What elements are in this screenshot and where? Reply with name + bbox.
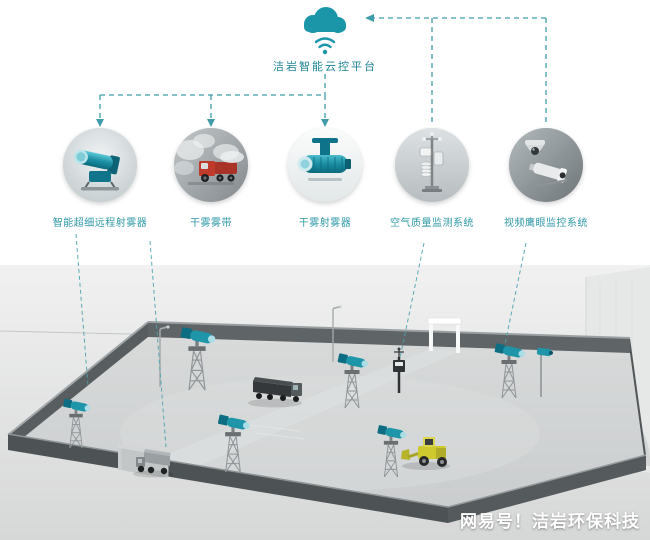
dome-camera-shape [525,140,545,155]
back-gate [427,317,462,353]
device-label: 空气质量监测系统 [390,218,474,229]
bullet-camera-shape [528,162,567,183]
floor-markings [249,424,306,440]
eagle-eye-camera-image [509,128,583,202]
device-label: 干雾雾带 [190,218,232,229]
haul-road [140,349,460,478]
fog-truck-center [248,377,302,408]
fog-truck-image [174,128,248,202]
dry-fog-sprayer-icon [288,128,362,202]
fog-cannon-image [63,128,137,202]
device-fog-truck: 干雾雾带 [155,128,267,229]
yard-3d-scene [0,265,650,540]
cloud-wifi-icon [304,7,346,55]
fog-truck-icon [174,128,248,202]
watermark: 网易号！洁岩环保科技 [460,512,640,532]
device-label: 干雾射雾器 [298,218,352,229]
wheel-loader [401,437,450,470]
fog-cannon-icon [63,128,137,202]
cloud-platform: 洁岩智能云控平台 [0,4,650,74]
dump-truck [133,449,173,478]
device-label: 视频鹰眼监控系统 [504,218,588,229]
eagle-eye-camera-icon [509,128,583,202]
device-fog-cannon: 智能超细远程射雾器 [44,128,156,229]
device-label: 智能超细远程射雾器 [52,218,148,229]
air-quality-monitor-icon [395,128,469,202]
device-air-quality-monitor: 空气质量监测系统 [376,128,488,229]
surveillance-camera-pole [536,347,553,397]
device-eagle-eye-camera: 视频鹰眼监控系统 [490,128,602,229]
platform-label: 洁岩智能云控平台 [273,60,377,73]
dry-fog-sprayer-image [288,128,362,202]
red-truck-shape [199,161,237,182]
air-quality-monitor-image [395,128,469,202]
yard-floor [8,337,646,523]
device-dry-fog-sprayer: 干雾射雾器 [269,128,381,229]
